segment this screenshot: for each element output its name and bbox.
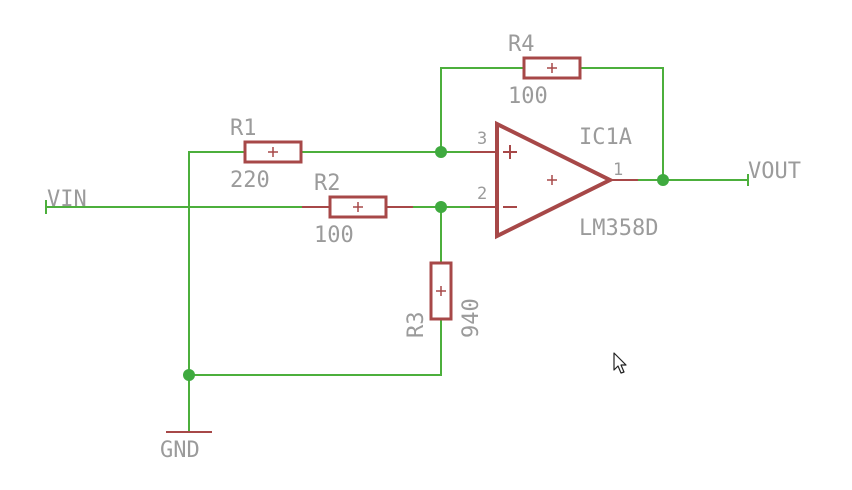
resistor-r2[interactable] [328, 195, 388, 219]
resistor-r3[interactable] [429, 261, 453, 321]
r3-value-label: 940 [459, 298, 484, 338]
resistor-r1[interactable] [243, 140, 303, 164]
opamp-pin1-number: 1 [613, 160, 623, 180]
r1-name-label: R1 [230, 116, 257, 141]
r3-name-label: R3 [404, 312, 429, 339]
r2-value-label: 100 [314, 223, 354, 248]
opamp-pin3-number: 3 [477, 129, 487, 149]
opamp-pin2-number: 2 [477, 184, 487, 204]
gnd-net-label: GND [160, 438, 200, 463]
vin-net-label: VIN [47, 187, 87, 212]
ic-name-label: IC1A [579, 125, 632, 150]
junction-r2-inverting[interactable] [435, 201, 447, 213]
mouse-pointer-icon [613, 352, 627, 374]
opamp-triangle [495, 120, 615, 240]
vout-net-label: VOUT [748, 159, 801, 184]
junction-gnd[interactable] [183, 369, 195, 381]
junction-vout[interactable] [657, 174, 669, 186]
r4-name-label: R4 [508, 32, 535, 57]
r2-name-label: R2 [314, 171, 341, 196]
resistor-r4[interactable] [522, 56, 582, 80]
junction-r1-noninverting[interactable] [435, 146, 447, 158]
ic-part-label: LM358D [579, 216, 658, 241]
r1-value-label: 220 [230, 168, 270, 193]
r4-value-label: 100 [508, 84, 548, 109]
opamp-ic1a[interactable] [470, 120, 638, 240]
